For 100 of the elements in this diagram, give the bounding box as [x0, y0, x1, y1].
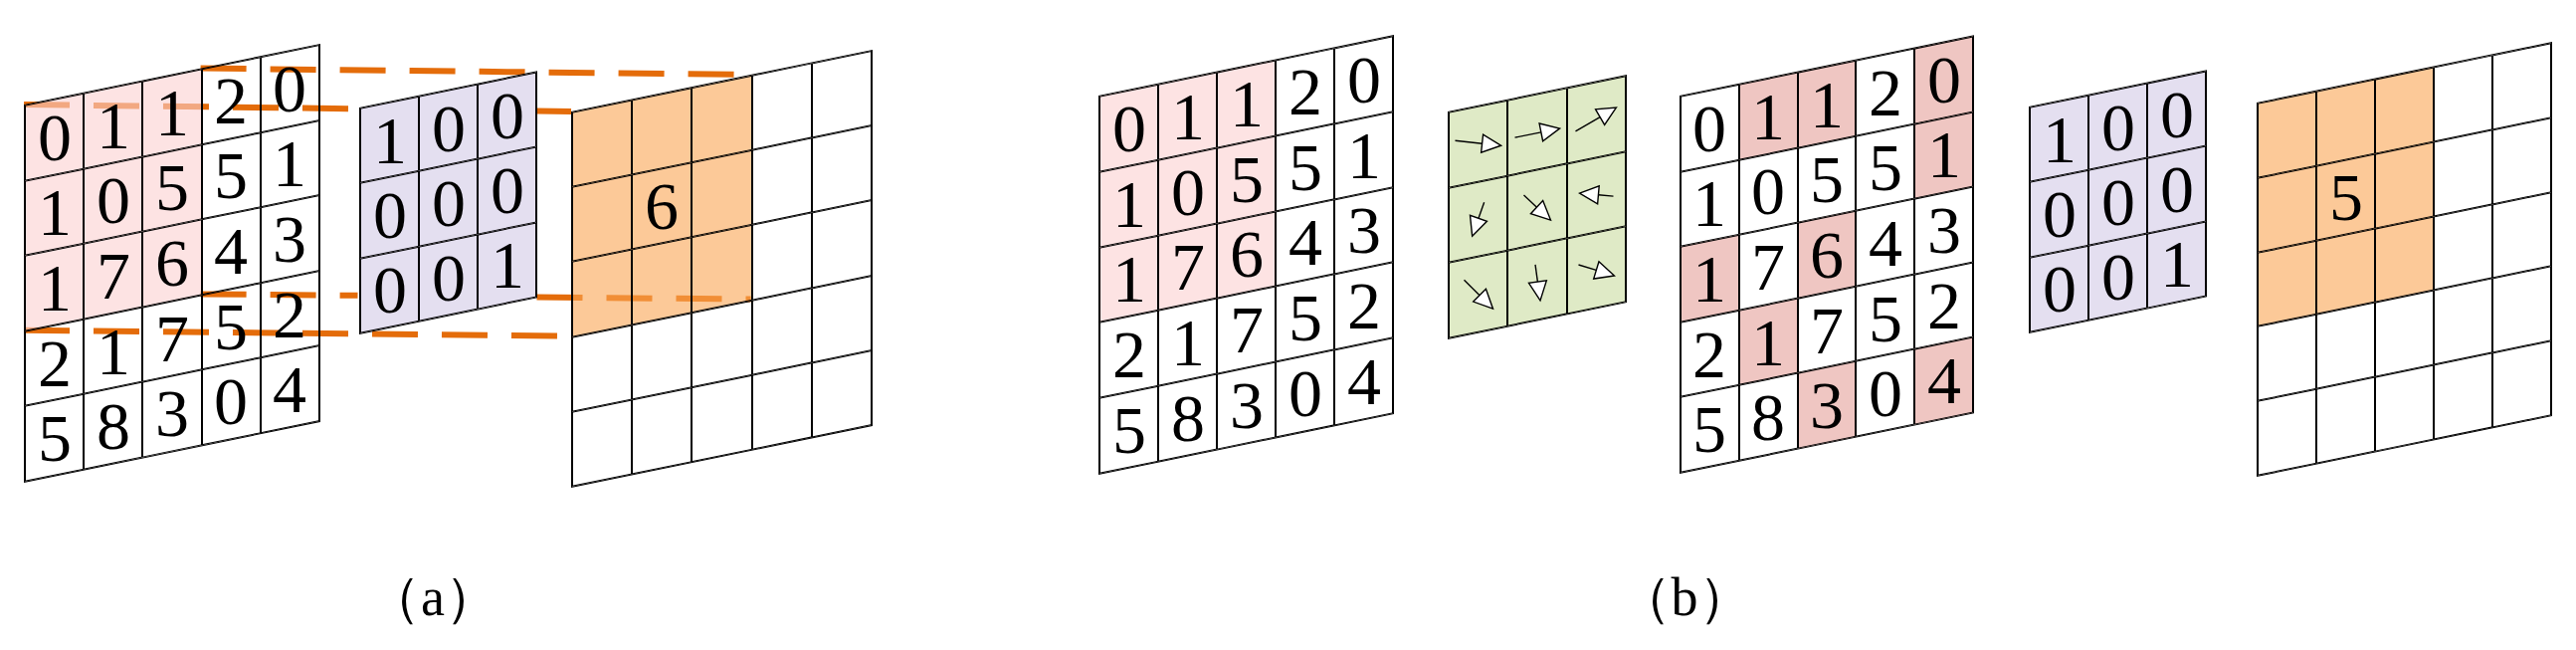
cell-value: 5 — [1868, 284, 1902, 352]
panel-label: （b） — [1617, 570, 1752, 624]
cell-value: 5 — [214, 292, 249, 360]
cell-value: 0 — [490, 82, 524, 150]
cell-value: 5 — [2328, 162, 2363, 231]
cell-value: 6 — [1229, 221, 1264, 290]
cell-value: 0 — [37, 103, 72, 171]
cell-value: 6 — [1810, 220, 1844, 289]
cell-value: 2 — [1346, 272, 1381, 340]
cell-value: 5 — [37, 403, 72, 472]
cell-value: 5 — [1288, 133, 1322, 202]
cell-value: 1 — [490, 231, 524, 300]
cell-value: 0 — [1868, 358, 1902, 427]
cell-value: 1 — [154, 79, 189, 147]
cell-value: 7 — [1751, 232, 1786, 301]
projection-line — [536, 108, 572, 114]
cell-value: 0 — [431, 243, 466, 312]
cell-value: 0 — [1170, 157, 1205, 226]
cell-value: 2 — [1111, 321, 1146, 389]
cell-value: 0 — [1288, 359, 1322, 428]
cell-value: 0 — [1692, 94, 1727, 162]
cell-value: 1 — [96, 91, 130, 159]
cell-value: 0 — [1346, 46, 1381, 114]
cell-value: 1 — [37, 178, 72, 247]
cell-value: 1 — [1170, 82, 1205, 150]
cell-value: 0 — [2042, 179, 2077, 248]
cell-value: 7 — [1810, 296, 1844, 364]
cell-value: 3 — [1229, 371, 1264, 440]
cell-value: 0 — [372, 180, 407, 249]
cell-value: 2 — [1868, 58, 1902, 126]
cell-value: 0 — [1111, 94, 1146, 162]
projection-line — [200, 291, 358, 299]
cell-value: 2 — [273, 280, 307, 348]
cell-value: 1 — [1346, 121, 1381, 190]
cell-value: 0 — [2100, 242, 2135, 311]
cell-value: 0 — [96, 166, 130, 234]
cell-value: 3 — [1810, 370, 1844, 439]
cell-value: 5 — [1692, 394, 1727, 463]
offset-grid — [1448, 75, 1627, 340]
panel-label: （a） — [367, 570, 498, 624]
cell-value: 8 — [1170, 383, 1205, 452]
cell-value: 3 — [1346, 196, 1381, 265]
cell-value: 6 — [154, 229, 189, 298]
cell-value: 8 — [1751, 382, 1786, 451]
cell-value: 1 — [1692, 244, 1727, 313]
cell-value: 0 — [2159, 81, 2194, 149]
kernel-grid — [2029, 70, 2207, 333]
cell-value: 1 — [1751, 308, 1786, 376]
cell-value: 1 — [1751, 82, 1786, 150]
output-grid — [2257, 42, 2552, 477]
cell-value: 0 — [431, 168, 466, 237]
cell-value: 8 — [96, 391, 130, 460]
cell-value: 2 — [1926, 272, 1961, 340]
sampling-grid — [1680, 35, 1974, 474]
cell-value: 1 — [1111, 169, 1146, 238]
cell-value: 1 — [1692, 169, 1727, 238]
cell-value: 4 — [214, 217, 249, 286]
cell-value: 0 — [1926, 46, 1961, 114]
input-grid — [24, 43, 320, 483]
cell-value: 2 — [37, 328, 72, 397]
cell-value: 2 — [1692, 320, 1727, 388]
cell-value: 1 — [372, 106, 407, 174]
cell-value: 5 — [154, 153, 189, 222]
cell-value: 0 — [2100, 93, 2135, 161]
cell-value: 0 — [214, 367, 249, 436]
cell-value: 5 — [1868, 133, 1902, 201]
cell-value: 5 — [1229, 145, 1264, 214]
cell-value: 1 — [1810, 70, 1844, 138]
cell-value: 3 — [1926, 196, 1961, 265]
cell-value: 6 — [645, 172, 680, 241]
cell-value: 7 — [1229, 296, 1264, 364]
kernel-grid — [359, 71, 537, 334]
cell-value: 0 — [2159, 155, 2194, 224]
cell-value: 1 — [96, 317, 130, 385]
cell-value: 1 — [1926, 120, 1961, 189]
projection-line — [536, 294, 751, 303]
cell-value: 5 — [1288, 284, 1322, 352]
cell-value: 1 — [2042, 105, 2077, 173]
cell-value: 4 — [1288, 208, 1322, 277]
cell-value: 4 — [1346, 347, 1381, 416]
cell-value: 4 — [1868, 208, 1902, 277]
cell-value: 3 — [273, 205, 307, 274]
cell-value: 1 — [37, 253, 72, 322]
cell-value: 5 — [214, 141, 249, 210]
output-grid — [571, 49, 873, 488]
cell-value: 0 — [431, 94, 466, 162]
input-grid — [1098, 35, 1394, 475]
cell-value: 4 — [1926, 346, 1961, 415]
cell-value: 0 — [372, 256, 407, 324]
cell-value: 2 — [1288, 58, 1322, 126]
cell-value: 5 — [1810, 145, 1844, 214]
cell-value: 0 — [1751, 157, 1786, 226]
cell-value: 4 — [273, 355, 307, 424]
cell-value: 1 — [2159, 230, 2194, 299]
cell-value: 1 — [1170, 308, 1205, 376]
cell-value: 1 — [273, 129, 307, 198]
cell-value: 3 — [154, 379, 189, 448]
cell-value: 0 — [490, 156, 524, 225]
cell-value: 7 — [96, 241, 130, 310]
cell-value: 1 — [1229, 70, 1264, 138]
